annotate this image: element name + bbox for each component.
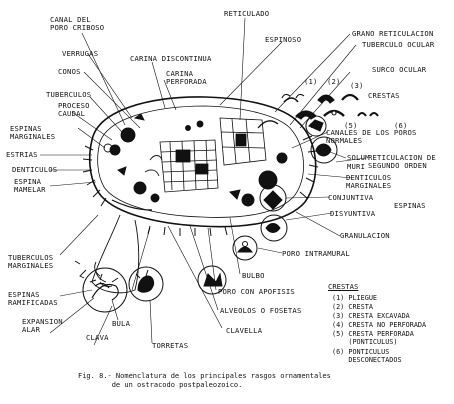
crest-number-1: (1) — [304, 77, 318, 86]
label-tuberculos: TUBERCULOS — [46, 90, 92, 99]
crest-number-2: (2) — [327, 77, 341, 86]
legend-title: CRESTAS — [328, 282, 359, 291]
label-conos: CONOS — [58, 67, 81, 76]
label-solum: SOLUM — [347, 153, 370, 162]
label-estrias: ESTRIAS — [6, 150, 38, 159]
label-espinas: ESPINAS — [394, 201, 426, 210]
crest-number-3: (3) — [350, 81, 364, 90]
legend-item-3: (3) CRESTA EXCAVADA — [332, 312, 410, 320]
crest-number-6: (6) — [394, 121, 408, 130]
label-denticulos: DENTICULOS — [12, 165, 58, 174]
label-bulbo: BULBO — [242, 271, 265, 280]
legend-item-6: (6) PONTICULUS DESCONECTADOS — [332, 348, 402, 364]
label-expansion-alar: EXPANSION ALAR — [22, 317, 63, 334]
label-reticulacion-segundo-orden: RETICULACION DE SEGUNDO ORDEN — [368, 153, 436, 170]
label-tuberculos-marginales: TUBERCULOS MARGINALES — [8, 253, 54, 270]
label-proceso-caudal: PROCESO CAUDAL — [58, 101, 90, 118]
label-espina-mamelar: ESPINA MAMELAR — [14, 177, 46, 194]
figure-caption: Fig. 8.- Nomenclatura de los principales… — [78, 372, 331, 389]
label-espinas-marginales: ESPINAS MARGINALES — [10, 124, 56, 141]
crest-number-5: (5) — [344, 121, 358, 130]
label-grano-reticulacion: GRANO RETICULACION — [352, 29, 434, 38]
label-canales-poros-normales: CANALES DE LOS POROS NORMALES — [326, 128, 417, 145]
label-reticulado: RETICULADO — [224, 9, 270, 18]
label-clavella: CLAVELLA — [226, 326, 263, 335]
label-alveolos-fosetas: ALVEOLOS O FOSETAS — [220, 306, 302, 315]
carapace-outline — [88, 96, 317, 228]
label-granulacion: GRANULACION — [340, 231, 390, 240]
label-espinoso: ESPINOSO — [265, 35, 302, 44]
legend-item-2: (2) CRESTA — [332, 303, 373, 311]
label-muri: MURI — [347, 162, 366, 171]
label-canal-poro-criboso: CANAL DEL PORO CRIBOSO — [50, 15, 105, 32]
detail-insets — [82, 115, 338, 313]
legend-item-1: (1) PLIEGUE — [332, 294, 378, 302]
crest-details — [281, 93, 379, 120]
label-denticulos-marginales: DENTICULOS MARGINALES — [346, 173, 392, 190]
leader-lines — [40, 17, 367, 346]
label-carina-discontinua: CARINA DISCONTINUA — [130, 54, 212, 63]
label-surco-ocular: SURCO OCULAR — [372, 65, 427, 74]
legend-item-5: (5) CRESTA PERFORADA (PONTICULUS) — [332, 330, 414, 346]
crest-number-4: (4) — [304, 121, 318, 130]
label-clava: CLAVA — [86, 333, 109, 342]
label-poro-con-apofisis: PORO CON APOFISIS — [218, 287, 295, 296]
alar-expansion — [74, 214, 140, 294]
marginal-spines — [82, 135, 319, 237]
label-torretas: TORRETAS — [152, 341, 189, 350]
legend-item-4: (4) CRESTA NO PERFORADA — [332, 321, 427, 329]
label-bula: BULA — [112, 319, 131, 328]
label-verrugas: VERRUGAS — [62, 49, 99, 58]
ornament-marks — [103, 113, 288, 211]
reticulation-area — [159, 117, 267, 193]
label-conjuntiva: CONJUNTIVA — [328, 193, 374, 202]
label-disyuntiva: DISYUNTIVA — [330, 209, 376, 218]
label-carina-perforada: CARINA PERFORADA — [166, 69, 207, 86]
label-poro-intramural: PORO INTRAMURAL — [282, 249, 350, 258]
label-crestas: CRESTAS — [368, 91, 400, 100]
label-tuberculo-ocular: TUBERCULO OCULAR — [362, 40, 435, 49]
label-espinas-ramificadas: ESPINAS RAMIFICADAS — [8, 290, 58, 307]
